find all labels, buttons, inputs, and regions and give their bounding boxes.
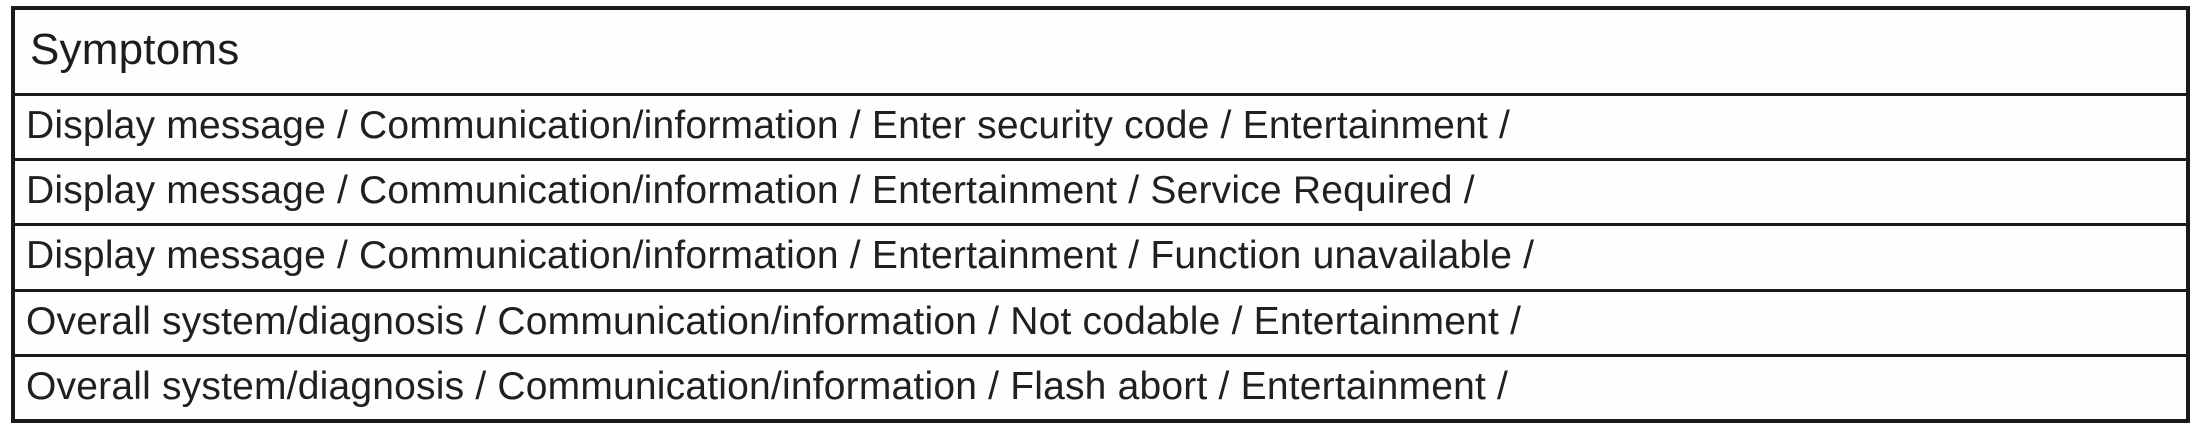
table-header-label: Symptoms — [30, 24, 240, 74]
table-row-text: Display message / Communication/informat… — [26, 169, 1475, 213]
table-body: Display message / Communication/informat… — [15, 93, 2186, 419]
table-row-text: Display message / Communication/informat… — [26, 234, 1535, 278]
table-row: Display message / Communication/informat… — [15, 158, 2186, 223]
table-row: Display message / Communication/informat… — [15, 93, 2186, 158]
table-row-text: Overall system/diagnosis / Communication… — [26, 364, 1509, 408]
table-row: Overall system/diagnosis / Communication… — [15, 288, 2186, 354]
symptoms-table: Symptoms Display message / Communication… — [11, 6, 2190, 423]
table-row: Display message / Communication/informat… — [15, 223, 2186, 288]
table-row-text: Display message / Communication/informat… — [26, 104, 1511, 148]
table-row-text: Overall system/diagnosis / Communication… — [26, 299, 1522, 343]
table-header-row: Symptoms — [15, 10, 2186, 93]
table-row: Overall system/diagnosis / Communication… — [15, 353, 2186, 419]
